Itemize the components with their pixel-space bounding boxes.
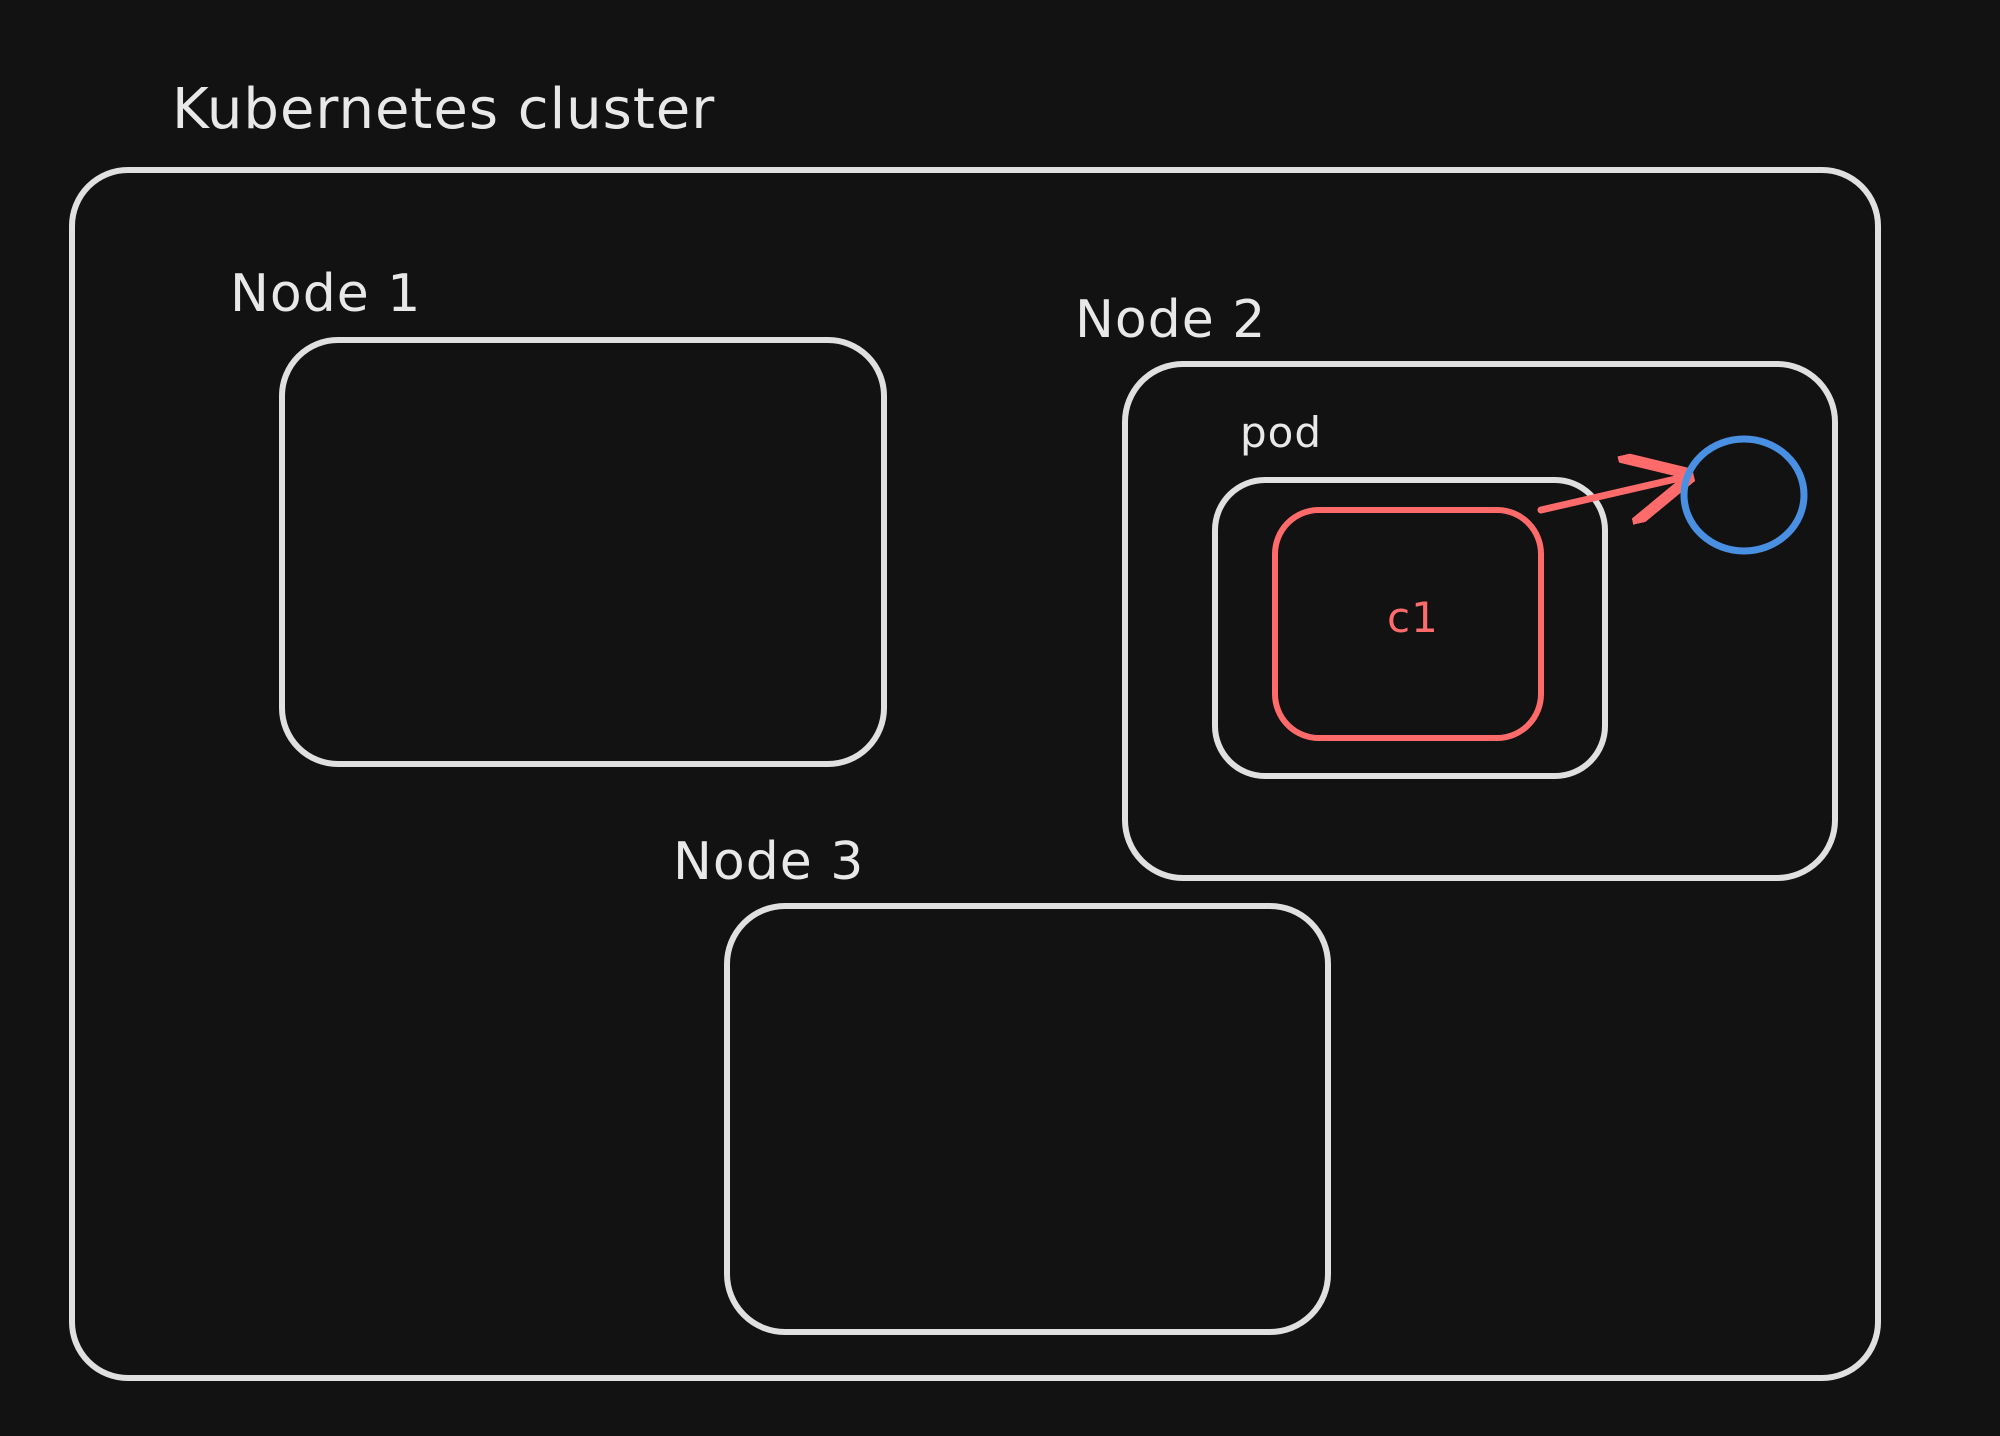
node-1-box bbox=[279, 337, 887, 767]
container-c1-label: c1 bbox=[1387, 593, 1439, 642]
container-c1-box bbox=[1272, 507, 1544, 741]
container-arrow bbox=[1537, 478, 1680, 510]
node-2-label: Node 2 bbox=[1075, 290, 1267, 350]
external-circle bbox=[1680, 435, 1808, 555]
cluster-label: Kubernetes cluster bbox=[172, 77, 716, 142]
node-1-label: Node 1 bbox=[230, 264, 422, 324]
node-2-box bbox=[1122, 361, 1838, 881]
node-3-label: Node 3 bbox=[673, 832, 865, 892]
cluster-box bbox=[69, 167, 1881, 1381]
pod-label: pod bbox=[1240, 408, 1323, 457]
pod-box bbox=[1212, 477, 1608, 779]
node-3-box bbox=[724, 903, 1331, 1335]
